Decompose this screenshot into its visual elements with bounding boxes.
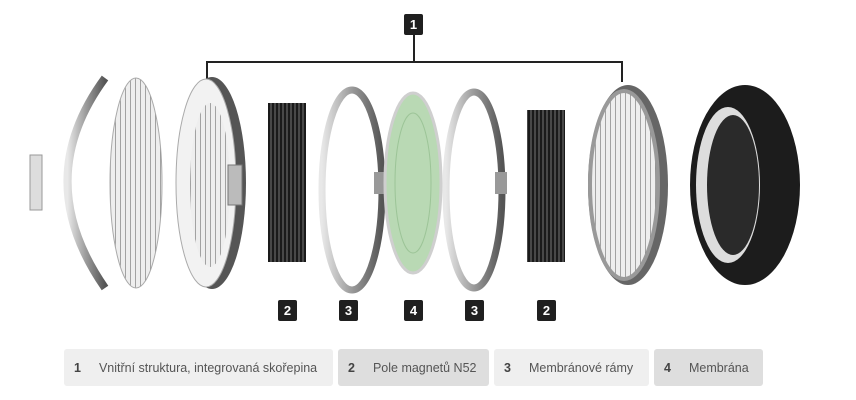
ear-cushion [690,85,800,285]
exploded-view-diagram [29,34,800,294]
legend-label: Vnitřní struktura, integrovaná skořepina [98,360,318,375]
callout-badge-1: 1 [404,14,423,35]
legend-label: Membrána [688,360,749,375]
callout-bracket [206,34,623,82]
legend-label: Membránové rámy [528,360,634,375]
callout-badge-3: 3 [465,300,484,321]
inner-shell-right [588,85,668,285]
outer-grill-cover [29,75,163,291]
inner-structure-shell [175,77,246,289]
magnet-array-left [268,103,306,262]
callout-badge-2: 2 [537,300,556,321]
membrane-frame-left [318,86,386,294]
callout-badge-4: 4 [404,300,423,321]
membrane-frame-right [442,88,507,292]
callout-badge-2: 2 [278,300,297,321]
magnet-array-right [527,110,565,262]
legend-label: Pole magnetů N52 [372,360,477,375]
callout-badge-3: 3 [339,300,358,321]
membrane-disc [383,91,443,275]
